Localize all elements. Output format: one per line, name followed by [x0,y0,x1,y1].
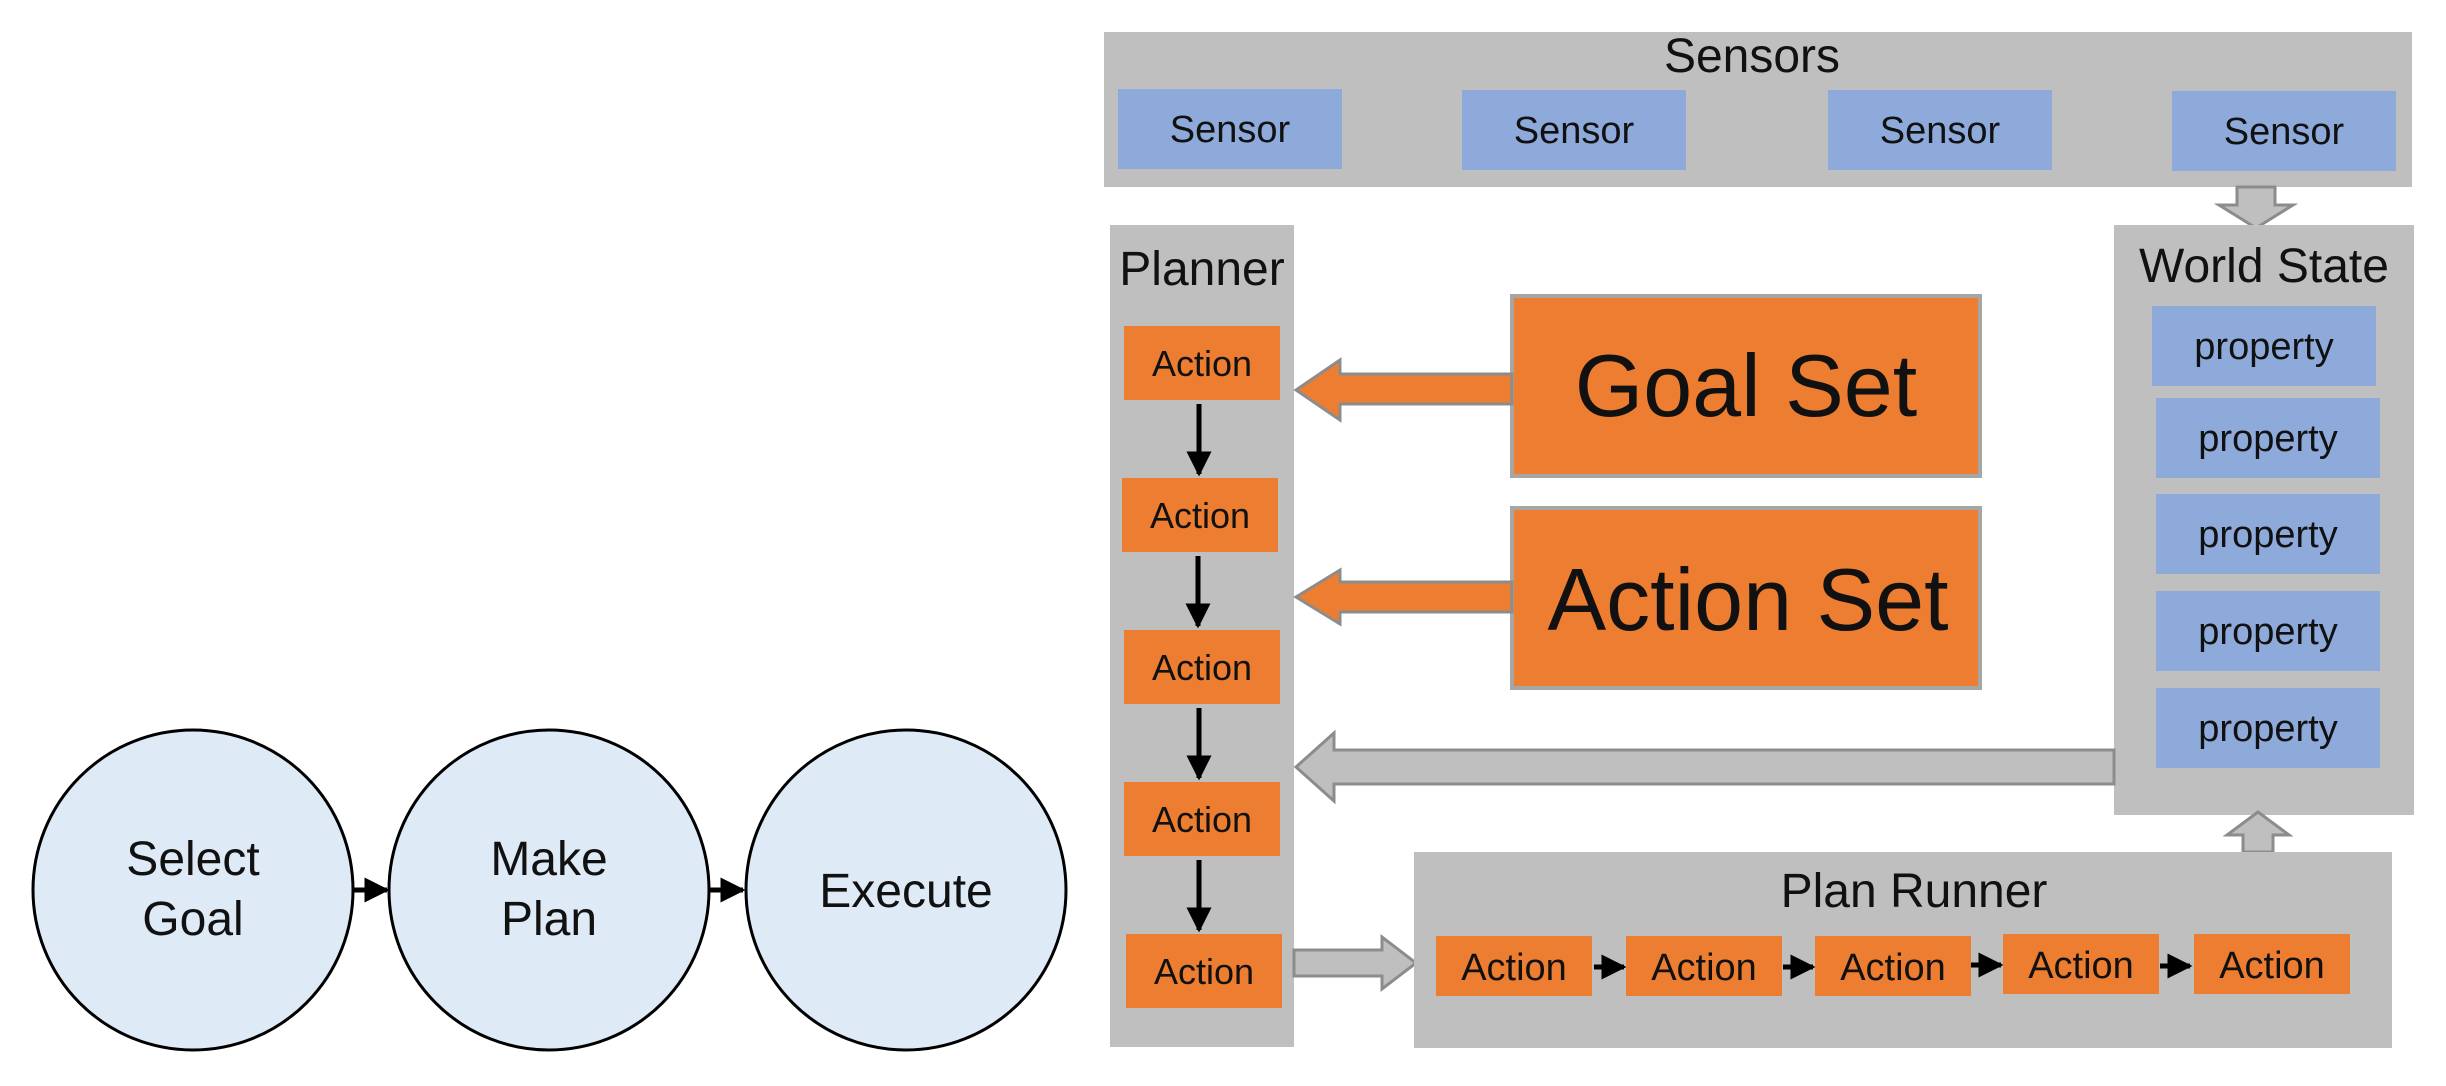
property-box: property [2156,591,2380,671]
property-box: property [2152,306,2376,386]
flow-step-make-plan: Make Plan [387,728,711,1052]
planner-action-label: Action [1152,799,1252,840]
property-label: property [2198,708,2337,750]
planner-action-label: Action [1152,343,1252,384]
plan-runner-action-label: Action [2219,945,2325,987]
property-box: property [2156,688,2380,768]
sensors-to-world-state-arrow [2213,185,2299,230]
property-label: property [2198,514,2337,556]
world-state-panel: World State property property property p… [2114,225,2414,815]
goal-set-label: Goal Set [1575,336,1917,435]
plan-runner-action-box: Action [2003,934,2159,994]
plan-runner-action-box: Action [2194,934,2350,994]
sensor-box: Sensor [1118,89,1342,169]
plan-runner-action-box: Action [1626,936,1782,996]
flow-step-label: Select [126,833,259,886]
action-set-label: Action Set [1547,550,1948,649]
sensor-label: Sensor [1880,110,2001,152]
sensors-panel: Sensors Sensor Sensor Sensor Sensor [1104,30,2412,187]
world-state-to-planner-arrow [1293,729,2116,805]
plan-runner-to-world-state-arrow [2222,810,2294,854]
sensor-label: Sensor [1514,110,1635,152]
plan-runner-action-box: Action [1436,936,1592,996]
sensor-label: Sensor [1170,109,1291,151]
planner-action-box: Action [1122,478,1278,552]
flow-step-label: Goal [142,893,243,946]
goal-set-box: Goal Set [1510,294,1982,478]
flow-step-execute: Execute [744,728,1068,1052]
planner-action-box: Action [1124,782,1280,856]
flow-steps: Select Goal Make Plan Execute [31,728,1068,1052]
sensor-box: Sensor [2172,91,2396,171]
plan-runner-action-label: Action [1840,947,1946,989]
sensor-label: Sensor [2224,111,2345,153]
planner-action-label: Action [1152,647,1252,688]
world-state-title: World State [2139,240,2389,293]
plan-runner-action-label: Action [1651,947,1757,989]
plan-runner-action-box: Action [1815,936,1971,996]
flow-step-label: Make [490,833,607,886]
sensors-title: Sensors [1664,30,1840,83]
property-box: property [2156,494,2380,574]
property-box: property [2156,398,2380,478]
planner-action-label: Action [1154,951,1254,992]
planner-to-plan-runner-arrow [1292,933,1419,993]
plan-runner-action-label: Action [1461,947,1567,989]
planner-title: Planner [1119,243,1284,296]
plan-runner-action-label: Action [2028,945,2134,987]
action-set-to-planner-arrow [1293,567,1514,627]
goal-set-to-planner-arrow [1293,357,1514,423]
planner-action-label: Action [1150,495,1250,536]
flow-step-label: Execute [819,865,992,918]
flow-step-label: Plan [501,893,597,946]
property-label: property [2198,611,2337,653]
action-set-box: Action Set [1510,506,1982,690]
flow-step-select-goal: Select Goal [31,728,355,1052]
plan-runner-panel: Plan Runner Action Action Action Action … [1414,852,2392,1048]
planner-action-box: Action [1124,630,1280,704]
property-label: property [2194,326,2333,368]
sensor-box: Sensor [1462,90,1686,170]
planner-panel: Planner Action Action Action Action Acti… [1110,225,1294,1047]
planner-action-box: Action [1126,934,1282,1008]
sensor-box: Sensor [1828,90,2052,170]
plan-runner-title: Plan Runner [1781,865,2048,918]
property-label: property [2198,418,2337,460]
planner-action-box: Action [1124,326,1280,400]
